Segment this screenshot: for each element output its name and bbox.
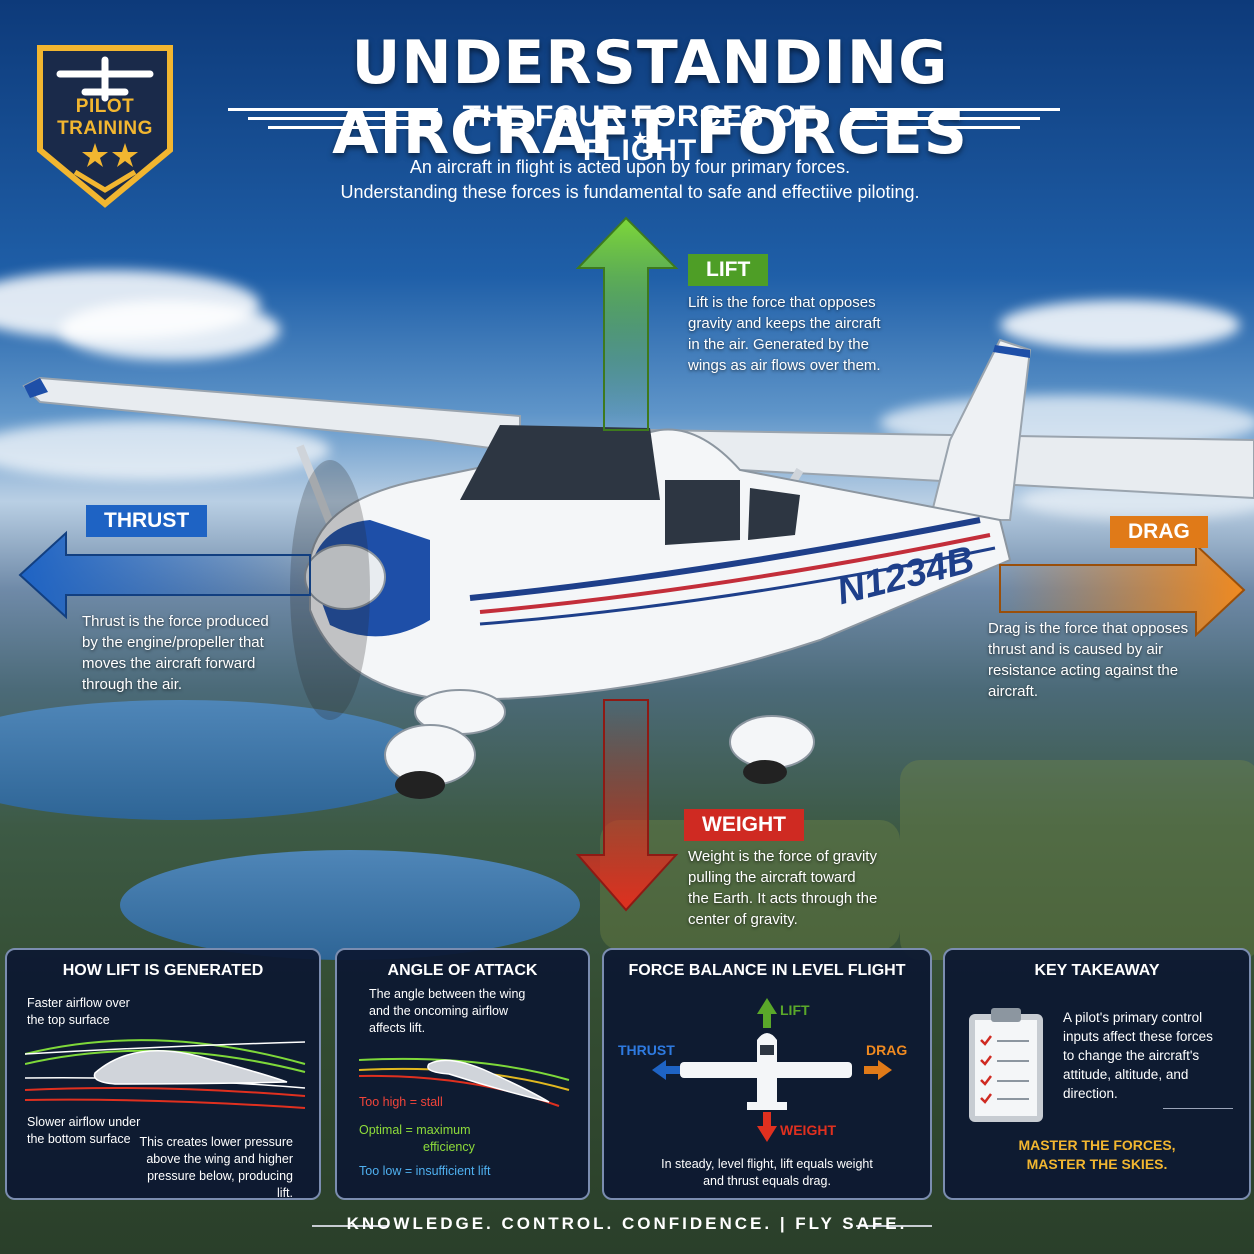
balance-drag-label: DRAG <box>866 1042 908 1058</box>
panel-lift-generated: HOW LIFT IS GENERATED Faster airflow ove… <box>5 948 321 1200</box>
subtitle-wing-right <box>850 108 1060 135</box>
weight-label: WEIGHT <box>684 809 804 841</box>
balance-lift-label: LIFT <box>780 1002 810 1018</box>
subtitle-star-icon: ★ <box>632 128 649 148</box>
panel-title: ANGLE OF ATTACK <box>387 962 538 979</box>
badge-shield-icon <box>37 45 173 208</box>
footer-line-right <box>856 1225 932 1227</box>
panel-title: HOW LIFT IS GENERATED <box>62 962 264 979</box>
balance-thrust-label: THRUST <box>618 1042 675 1058</box>
drag-arrow <box>999 542 1246 638</box>
lift-label: LIFT <box>688 254 769 286</box>
page-subtitle: THE FOUR FORCES OF FLIGHT <box>462 100 818 167</box>
aoa-optimal: Optimal = maximum efficiency <box>359 1123 475 1154</box>
clipboard-icon <box>969 1008 1043 1122</box>
badge-line1: PILOT <box>75 96 135 117</box>
takeaway-motto: MASTER THE FORCES,MASTER THE SKIES. <box>1018 1137 1176 1172</box>
aoa-diagram <box>359 1057 570 1107</box>
panel-title: KEY TAKEAWAY <box>1034 962 1160 979</box>
intro-text: An aircraft in flight is acted upon by f… <box>340 157 920 202</box>
thrust-label: THRUST <box>86 505 208 537</box>
drag-label: DRAG <box>1110 516 1208 548</box>
balance-caption: In steady, level flight, lift equals wei… <box>661 1157 873 1188</box>
panel-force-balance: FORCE BALANCE IN LEVEL FLIGHT LIFT THRUS… <box>602 948 932 1200</box>
panel-title: FORCE BALANCE IN LEVEL FLIGHT <box>628 962 906 979</box>
thrust-arrow <box>18 530 311 620</box>
aoa-too-high: Too high = stall <box>359 1095 443 1109</box>
pilot-training-badge: PILOT TRAINING <box>30 40 180 208</box>
balance-weight-label: WEIGHT <box>780 1122 836 1138</box>
weight-arrow <box>575 699 679 912</box>
badge-line2: TRAINING <box>57 118 153 139</box>
aoa-too-low: Too low = insufficient lift <box>359 1164 491 1178</box>
subtitle-wing-left <box>228 108 438 135</box>
footer-slogan: KNOWLEDGE. CONTROL. CONFIDENCE. | FLY SA… <box>346 1214 908 1233</box>
panel-angle-of-attack: ANGLE OF ATTACK The angle between the wi… <box>335 948 590 1200</box>
footer-line-left <box>312 1225 388 1227</box>
mini-aircraft-diagram <box>652 998 892 1142</box>
airfoil-diagram <box>25 1039 306 1109</box>
takeaway-divider <box>1163 1108 1233 1109</box>
